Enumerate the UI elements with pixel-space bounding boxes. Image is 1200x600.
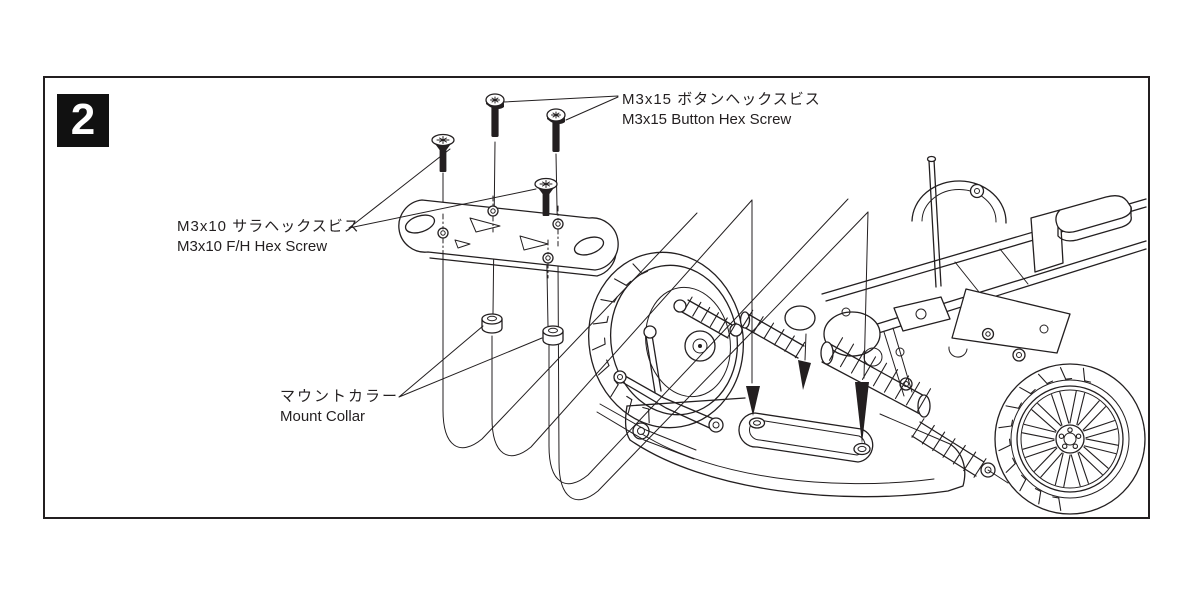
spur-gear: [911, 180, 1007, 224]
label-mount-collar-jp: マウントカラー: [280, 388, 400, 405]
leader-lines: [348, 95, 619, 398]
drivetrain-center: [673, 296, 1049, 484]
upper-deck-plate: [948, 288, 1071, 362]
wheel-spokes: [1021, 390, 1119, 488]
front-wheel-right: [994, 363, 1146, 515]
label-mount-collar-en: Mount Collar: [280, 408, 366, 425]
flat-head-screws: [431, 133, 558, 216]
suspension-arm-left: [596, 325, 724, 460]
tire-tread-marks: [998, 367, 1092, 511]
mount-plate: [398, 195, 619, 279]
front-wheel-left: [587, 251, 745, 429]
servo-block: [893, 296, 951, 332]
diagram-frame: [43, 76, 1150, 519]
label-button-hex-screw: M3x15 ボタンヘックスビス M3x15 Button Hex Screw: [622, 90, 821, 130]
label-fh-hex-screw-en: M3x10 F/H Hex Screw: [177, 238, 328, 255]
label-mount-collar: マウントカラー Mount Collar: [280, 387, 399, 427]
label-button-hex-screw-en: M3x15 Button Hex Screw: [622, 111, 792, 128]
antenna-post: [926, 155, 942, 288]
button-hex-screws: [485, 93, 566, 152]
mount-collars: [481, 313, 564, 346]
chassis-illustration: [581, 155, 1147, 515]
label-fh-hex-screw-jp: M3x10 サラヘックスビス: [177, 218, 360, 235]
esc-box: [1030, 195, 1132, 273]
step-number: 2: [70, 94, 96, 144]
label-button-hex-screw-jp: M3x15 ボタンヘックスビス: [622, 91, 821, 108]
insertion-arrows: [746, 360, 869, 444]
step-number-box: 2: [57, 94, 109, 147]
bumper-brace: [738, 412, 874, 463]
label-fh-hex-screw: M3x10 サラヘックスビス M3x10 F/H Hex Screw: [177, 217, 360, 257]
front-lower-deck: [624, 397, 966, 498]
tire-tread-marks: [591, 263, 650, 424]
